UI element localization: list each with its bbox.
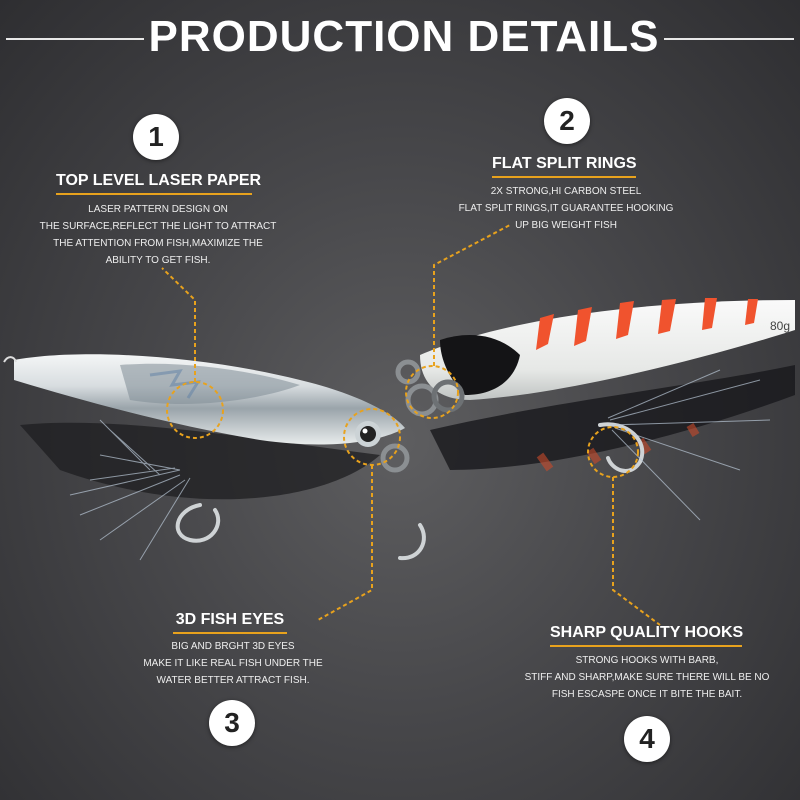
feature-title-underline [173, 632, 287, 634]
description-line: THE ATTENTION FROM FISH,MAXIMIZE THE [53, 238, 263, 249]
page-title: PRODUCTION DETAILS [148, 12, 660, 61]
feature-title-underline [56, 193, 252, 195]
feature-title-text: FLAT SPLIT RINGS [492, 155, 637, 172]
hook-flash-tinsel [69, 369, 771, 561]
callout-markers [161, 224, 661, 626]
white-lure-reflection [430, 365, 795, 470]
description-line: MAKE IT LIKE REAL FISH UNDER THE [143, 658, 323, 669]
header: PRODUCTION DETAILS [0, 8, 800, 64]
feature-number-badge-2: 2 [544, 98, 590, 144]
description-line: WATER BETTER ATTRACT FISH. [156, 675, 310, 686]
feature-title-text: TOP LEVEL LASER PAPER [56, 172, 262, 189]
feature-title-underline [550, 645, 742, 647]
feature-number-badge-4: 4 [624, 716, 670, 762]
title-rule-right [664, 38, 794, 40]
feature-number-badge-3: 3 [209, 700, 255, 746]
description-line: UP BIG WEIGHT FISH [515, 220, 617, 231]
description-line: ABILITY TO GET FISH. [105, 255, 211, 266]
description-line: FLAT SPLIT RINGS,IT GUARANTEE HOOKING [458, 203, 674, 214]
description-line: LASER PATTERN DESIGN ON [88, 204, 228, 215]
feature-title-underline [492, 176, 636, 178]
feature-description-laser-paper: LASER PATTERN DESIGN ON THE SURFACE,REFL… [30, 201, 286, 269]
description-line: STIFF AND SHARP,MAKE SURE THERE WILL BE … [524, 672, 770, 683]
feature-description-hooks: STRONG HOOKS WITH BARB, STIFF AND SHARP,… [524, 652, 770, 703]
feature-number-badge-1: 1 [133, 114, 179, 160]
feature-title-split-rings: FLAT SPLIT RINGS [492, 155, 637, 178]
assist-hooks [175, 422, 645, 561]
feature-title-text: SHARP QUALITY HOOKS [550, 624, 744, 641]
lure-weight-label: 80g [770, 319, 790, 333]
feature-title-laser-paper: TOP LEVEL LASER PAPER [56, 172, 261, 195]
feature-description-split-rings: 2X STRONG,HI CARBON STEEL FLAT SPLIT RIN… [446, 183, 686, 234]
description-line: THE SURFACE,REFLECT THE LIGHT TO ATTRACT [39, 221, 277, 232]
feature-title-hooks: SHARP QUALITY HOOKS [550, 624, 744, 647]
silver-lure-reflection [20, 422, 380, 500]
white-striped-jig-lure: 80g [420, 298, 795, 400]
feature-title-text: 3D FISH EYES [175, 611, 285, 628]
description-line: 2X STRONG,HI CARBON STEEL [490, 186, 642, 197]
feature-title-fish-eyes: 3D FISH EYES [173, 611, 287, 634]
silver-jig-lure [3, 354, 405, 447]
description-line: FISH ESCASPE ONCE IT BITE THE BAIT. [551, 689, 743, 700]
title-rule-left [6, 38, 144, 40]
description-line: STRONG HOOKS WITH BARB, [575, 655, 719, 666]
feature-description-fish-eyes: BIG AND BRGHT 3D EYES MAKE IT LIKE REAL … [120, 638, 346, 689]
description-line: BIG AND BRGHT 3D EYES [171, 641, 295, 652]
